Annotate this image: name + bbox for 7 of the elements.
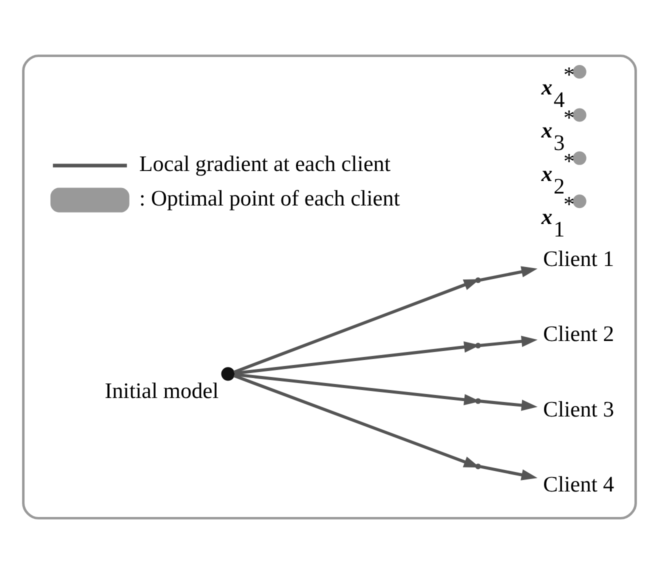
node-text: Client 3 <box>543 396 614 421</box>
node-text: Client 1 <box>543 245 614 270</box>
node-text: Client 4 <box>543 471 614 496</box>
legend-label: : Optimal point of each client <box>139 184 400 210</box>
node-label: Initial model <box>104 377 219 402</box>
legend-label: Local gradient at each client <box>139 150 391 176</box>
node-text: Client 2 <box>543 320 614 346</box>
